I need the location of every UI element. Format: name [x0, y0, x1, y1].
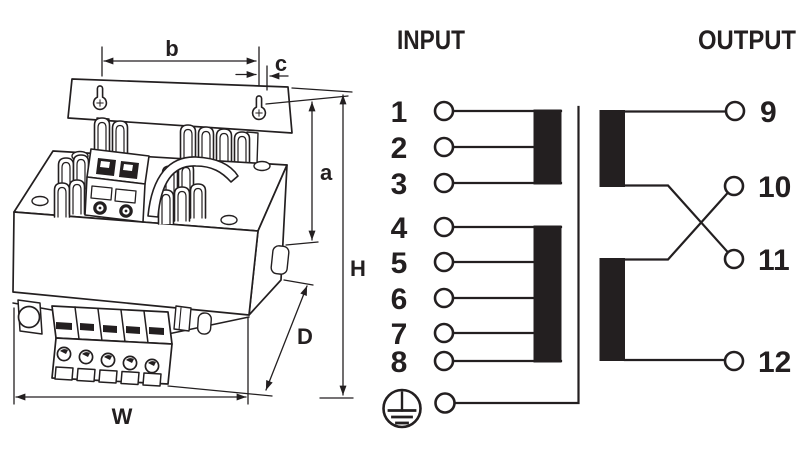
dimension-label-H: H: [350, 256, 366, 281]
terminal-screws-front: [56, 346, 160, 374]
primary-winding-bar-2: [533, 225, 562, 363]
dimension-label-W: W: [112, 404, 133, 429]
crossover-wire-to-11: [623, 184, 729, 254]
wire-arch: [147, 156, 239, 218]
dimension-label-a: a: [320, 160, 333, 185]
terminal-circle-8: [433, 350, 455, 372]
dimension-H: [291, 87, 354, 399]
base-details: [12, 299, 250, 335]
terminal-label-7: 7: [391, 318, 408, 351]
terminal-circle-11: [723, 248, 745, 270]
dimension-label-c: c: [275, 51, 287, 76]
input-terminal-labels: 1 2 3 4 5 6 7 8: [391, 96, 408, 379]
terminal-circle-10: [723, 175, 745, 197]
top-screw-hole: [31, 195, 49, 207]
crossover-wire-to-10: [623, 191, 729, 261]
wiring-schematic: INPUT OUTPUT: [382, 25, 796, 429]
terminal-label-4: 4: [391, 212, 408, 245]
secondary-windings: [599, 110, 625, 361]
foot-screw-boss: [17, 305, 41, 329]
secondary-winding-bar-1: [599, 110, 625, 187]
terminal-circle-12: [723, 350, 745, 372]
output-title: OUTPUT: [698, 25, 796, 55]
output-wires: [623, 110, 729, 362]
dimension-D: [167, 279, 314, 397]
terminal-label-5: 5: [391, 247, 408, 280]
terminal-label-11: 11: [758, 244, 790, 277]
dimension-a: [265, 95, 349, 246]
terminal-circle-1: [433, 100, 455, 122]
dimension-W: [13, 307, 249, 405]
top-screw-hole: [253, 160, 271, 172]
terminal-label-12: 12: [758, 346, 791, 379]
transformer-isometric-drawing: b c a H D W: [12, 36, 366, 429]
side-attachment: [270, 245, 290, 275]
terminal-circle-9: [724, 100, 746, 122]
wire-entry-holes: [54, 366, 162, 387]
terminal-label-2: 2: [391, 132, 408, 165]
terminal-circle-7: [433, 322, 455, 344]
output-terminal-labels: 9 10 11 12: [758, 96, 791, 379]
transformer-body: [12, 150, 290, 316]
coil-bumps-left-cluster: [53, 154, 90, 218]
terminal-label-3: 3: [391, 168, 408, 201]
terminal-circle-4: [433, 216, 455, 238]
dimension-b: [101, 46, 260, 87]
dimension-annotations: b c a H D W: [13, 36, 366, 429]
terminal-circle-2: [433, 136, 455, 158]
dimension-label-b: b: [165, 36, 178, 61]
mount-foot-round: [196, 312, 212, 335]
output-terminal-circles: [723, 100, 746, 372]
terminal-circle-5: [433, 251, 455, 273]
terminal-circle-ground: [434, 392, 456, 414]
terminal-circle-3: [433, 172, 455, 194]
terminal-label-10: 10: [758, 171, 791, 204]
dimension-c: [235, 65, 289, 91]
input-terminal-circles: [433, 100, 456, 414]
terminal-block-2pole: [84, 148, 150, 223]
mount-foot-clip: [173, 305, 192, 332]
dimension-label-D: D: [297, 324, 313, 349]
body-front-face: [12, 211, 259, 316]
core-shield-line: [453, 105, 580, 405]
protective-earth-icon: [382, 388, 422, 429]
top-screw-hole: [220, 214, 238, 226]
wire-slots: [56, 322, 164, 335]
primary-windings: [533, 109, 562, 363]
input-title: INPUT: [397, 25, 465, 55]
terminal-circle-6: [433, 287, 455, 309]
terminal-label-8: 8: [391, 346, 408, 379]
terminal-label-1: 1: [391, 96, 408, 129]
primary-winding-bar-1: [533, 109, 562, 185]
terminal-label-9: 9: [760, 96, 777, 129]
terminal-block-5pole: [51, 305, 173, 387]
secondary-winding-bar-2: [599, 258, 625, 361]
terminal-label-6: 6: [391, 283, 408, 316]
